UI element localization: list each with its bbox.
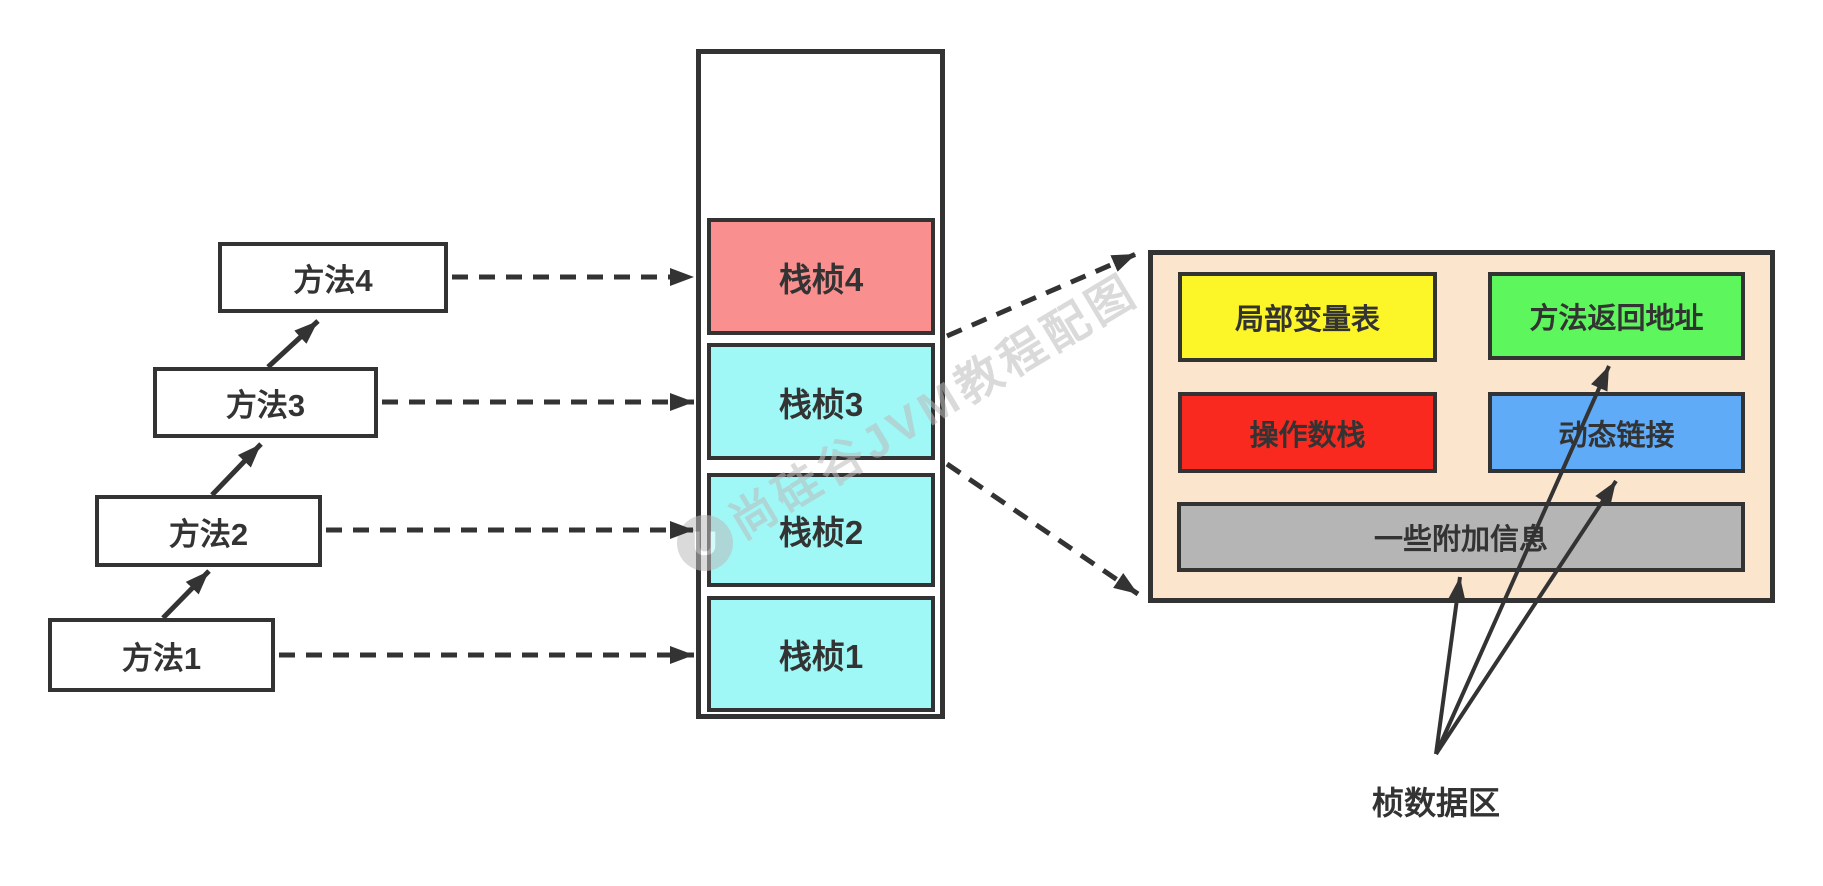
method-box-3: 方法3 [153, 367, 378, 438]
stack-frame-3-label: 栈桢3 [778, 385, 864, 423]
dynamic-link-label: 动态链接 [1558, 419, 1675, 452]
stack-frame-4: 栈桢4 [707, 218, 935, 335]
operand-stack-label: 操作数栈 [1249, 419, 1366, 452]
dashed-arrow-stack-to-panel-bottom [945, 461, 1140, 597]
method-1-label: 方法1 [121, 640, 202, 676]
method-box-2: 方法2 [95, 495, 322, 567]
stack-frame-2-label: 栈桢2 [778, 514, 864, 551]
method-box-1: 方法1 [48, 618, 275, 692]
method-4-label: 方法4 [293, 263, 373, 298]
method-return-address-label: 方法返回地址 [1529, 303, 1704, 335]
method-3-label: 方法3 [225, 388, 306, 423]
arrow-method1-to-method2 [161, 569, 211, 620]
stack-frame-2: 栈桢2 [707, 473, 935, 587]
local-variable-table-box: 局部变量表 [1178, 272, 1437, 362]
arrow-caption-to-additional-info [1434, 576, 1466, 755]
method-box-4: 方法4 [218, 242, 448, 313]
method-return-address-box: 方法返回地址 [1488, 272, 1745, 360]
dynamic-link-box: 动态链接 [1488, 392, 1745, 473]
operand-stack-box: 操作数栈 [1178, 392, 1437, 473]
stack-frame-4-label: 栈桢4 [778, 260, 864, 298]
method-2-label: 方法2 [168, 516, 249, 552]
local-variable-table-label: 局部变量表 [1234, 304, 1380, 336]
stack-frame-1-label: 栈桢1 [778, 638, 864, 675]
stack-frame-3: 栈桢3 [707, 343, 935, 460]
stack-frame-1: 栈桢1 [707, 596, 935, 712]
additional-info-label: 一些附加信息 [1373, 524, 1548, 556]
dashed-arrow-stack-to-panel-top [946, 251, 1137, 339]
arrow-method3-to-method4 [266, 319, 320, 369]
additional-info-box: 一些附加信息 [1177, 502, 1745, 572]
arrow-method2-to-method3 [210, 442, 263, 497]
frame-data-area-label: 桢数据区 [1371, 785, 1500, 821]
